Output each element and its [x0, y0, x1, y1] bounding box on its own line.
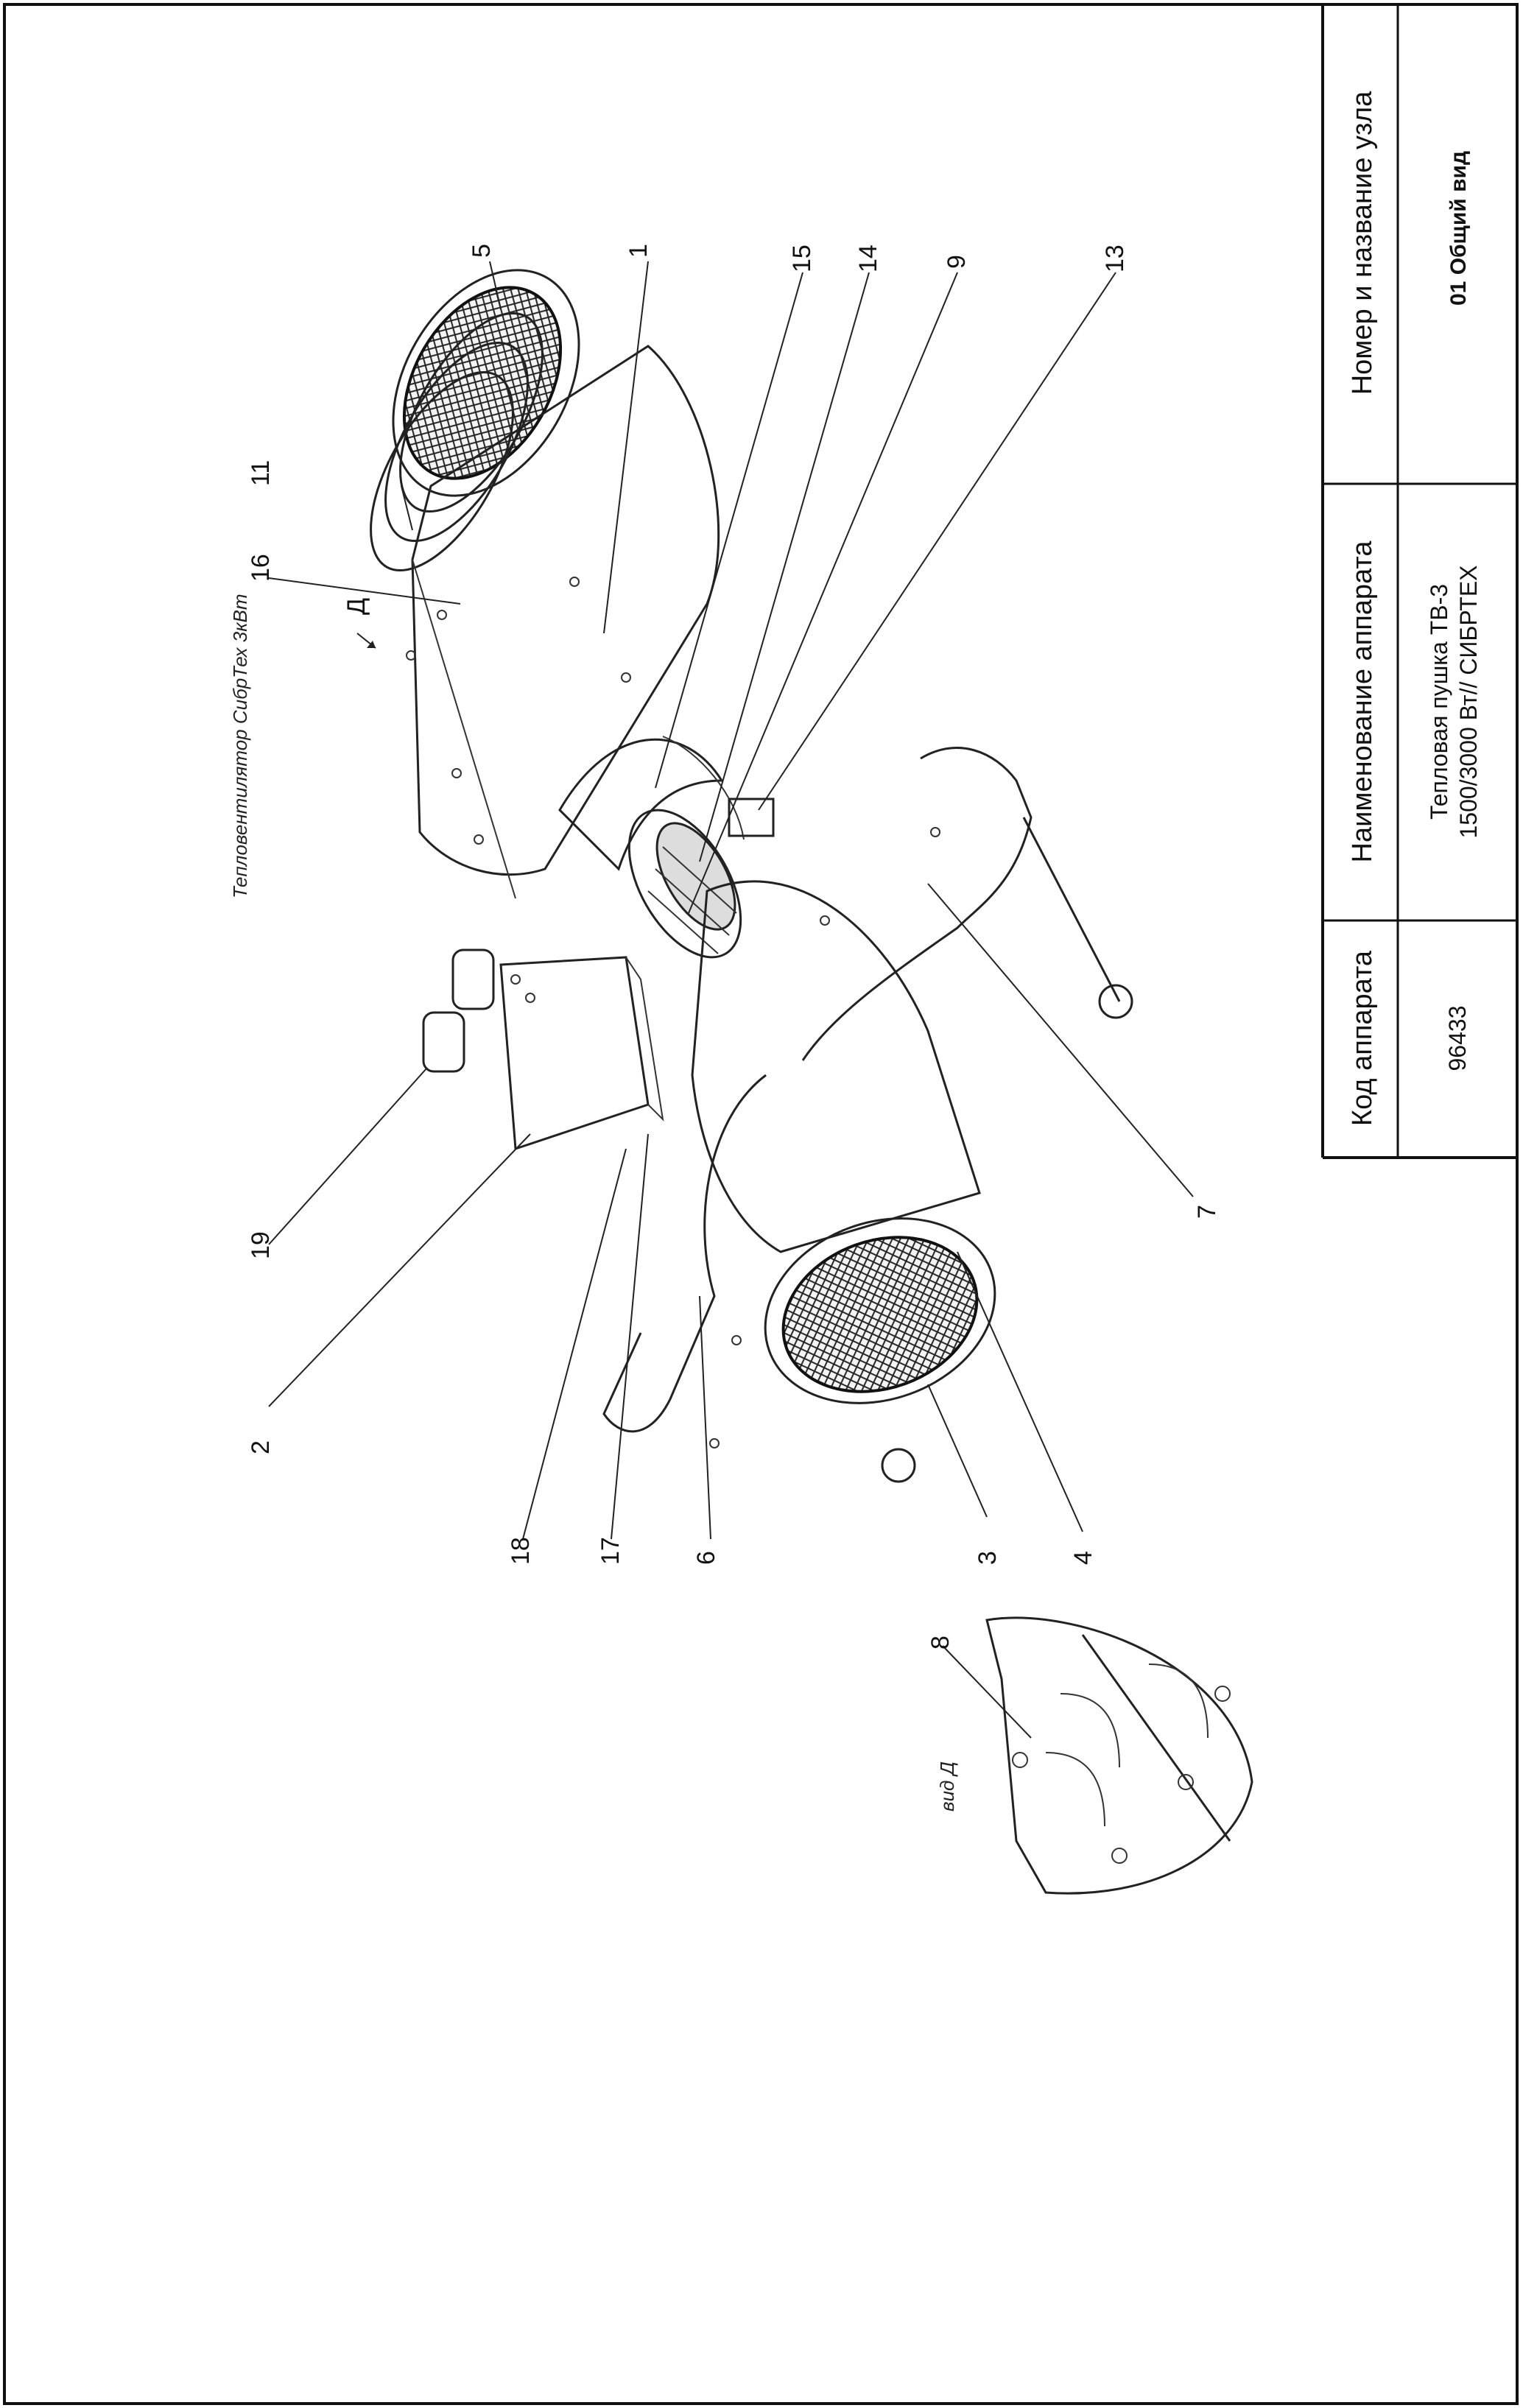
- header-name: Наименование аппарата: [1347, 541, 1378, 863]
- value-code: 96433: [1444, 1006, 1471, 1071]
- drawing-title: Тепловентилятор СибрТех 3кВт: [229, 594, 251, 898]
- callout-17: 17: [597, 1537, 625, 1565]
- callout-13: 13: [1101, 244, 1129, 272]
- callout-7: 7: [1193, 1205, 1221, 1219]
- callout-2: 2: [247, 1440, 275, 1454]
- drawing-frame: [3, 3, 1519, 2405]
- value-node: 01 Общий вид: [1446, 151, 1471, 306]
- title-block: Код аппарата Наименование аппарата Номер…: [1321, 3, 1519, 1159]
- header-code: Код аппарата: [1347, 950, 1378, 1126]
- header-node: Номер и название узла: [1347, 91, 1378, 395]
- callout-1: 1: [625, 244, 653, 258]
- value-name-line1: Тепловая пушка ТВ-3: [1426, 584, 1452, 820]
- view-arrow: Д: [342, 598, 376, 649]
- callout-3: 3: [974, 1551, 1002, 1565]
- callouts: 1 2 3 4 5 6 7 8 9 11 13 14 15 16 17 18 1…: [247, 244, 1221, 1650]
- callout-8: 8: [926, 1636, 954, 1650]
- detail-view-d: вид Д: [936, 1616, 1253, 1895]
- value-name-line2: 1500/3000 Вт// СИБРТЕХ: [1455, 565, 1482, 838]
- callout-19: 19: [247, 1231, 275, 1259]
- callout-14: 14: [854, 244, 882, 272]
- callout-4: 4: [1069, 1551, 1097, 1565]
- callout-18: 18: [507, 1537, 535, 1565]
- view-d-label: вид Д: [936, 1761, 958, 1812]
- callout-9: 9: [943, 255, 971, 269]
- leader-lines: [268, 261, 1194, 1739]
- callout-11: 11: [247, 460, 275, 486]
- callout-15: 15: [788, 244, 816, 272]
- callout-5: 5: [468, 244, 496, 258]
- heater-body: [370, 269, 1133, 1483]
- callout-16: 16: [247, 554, 275, 582]
- view-marker: Д: [342, 598, 370, 615]
- callout-6: 6: [692, 1551, 720, 1565]
